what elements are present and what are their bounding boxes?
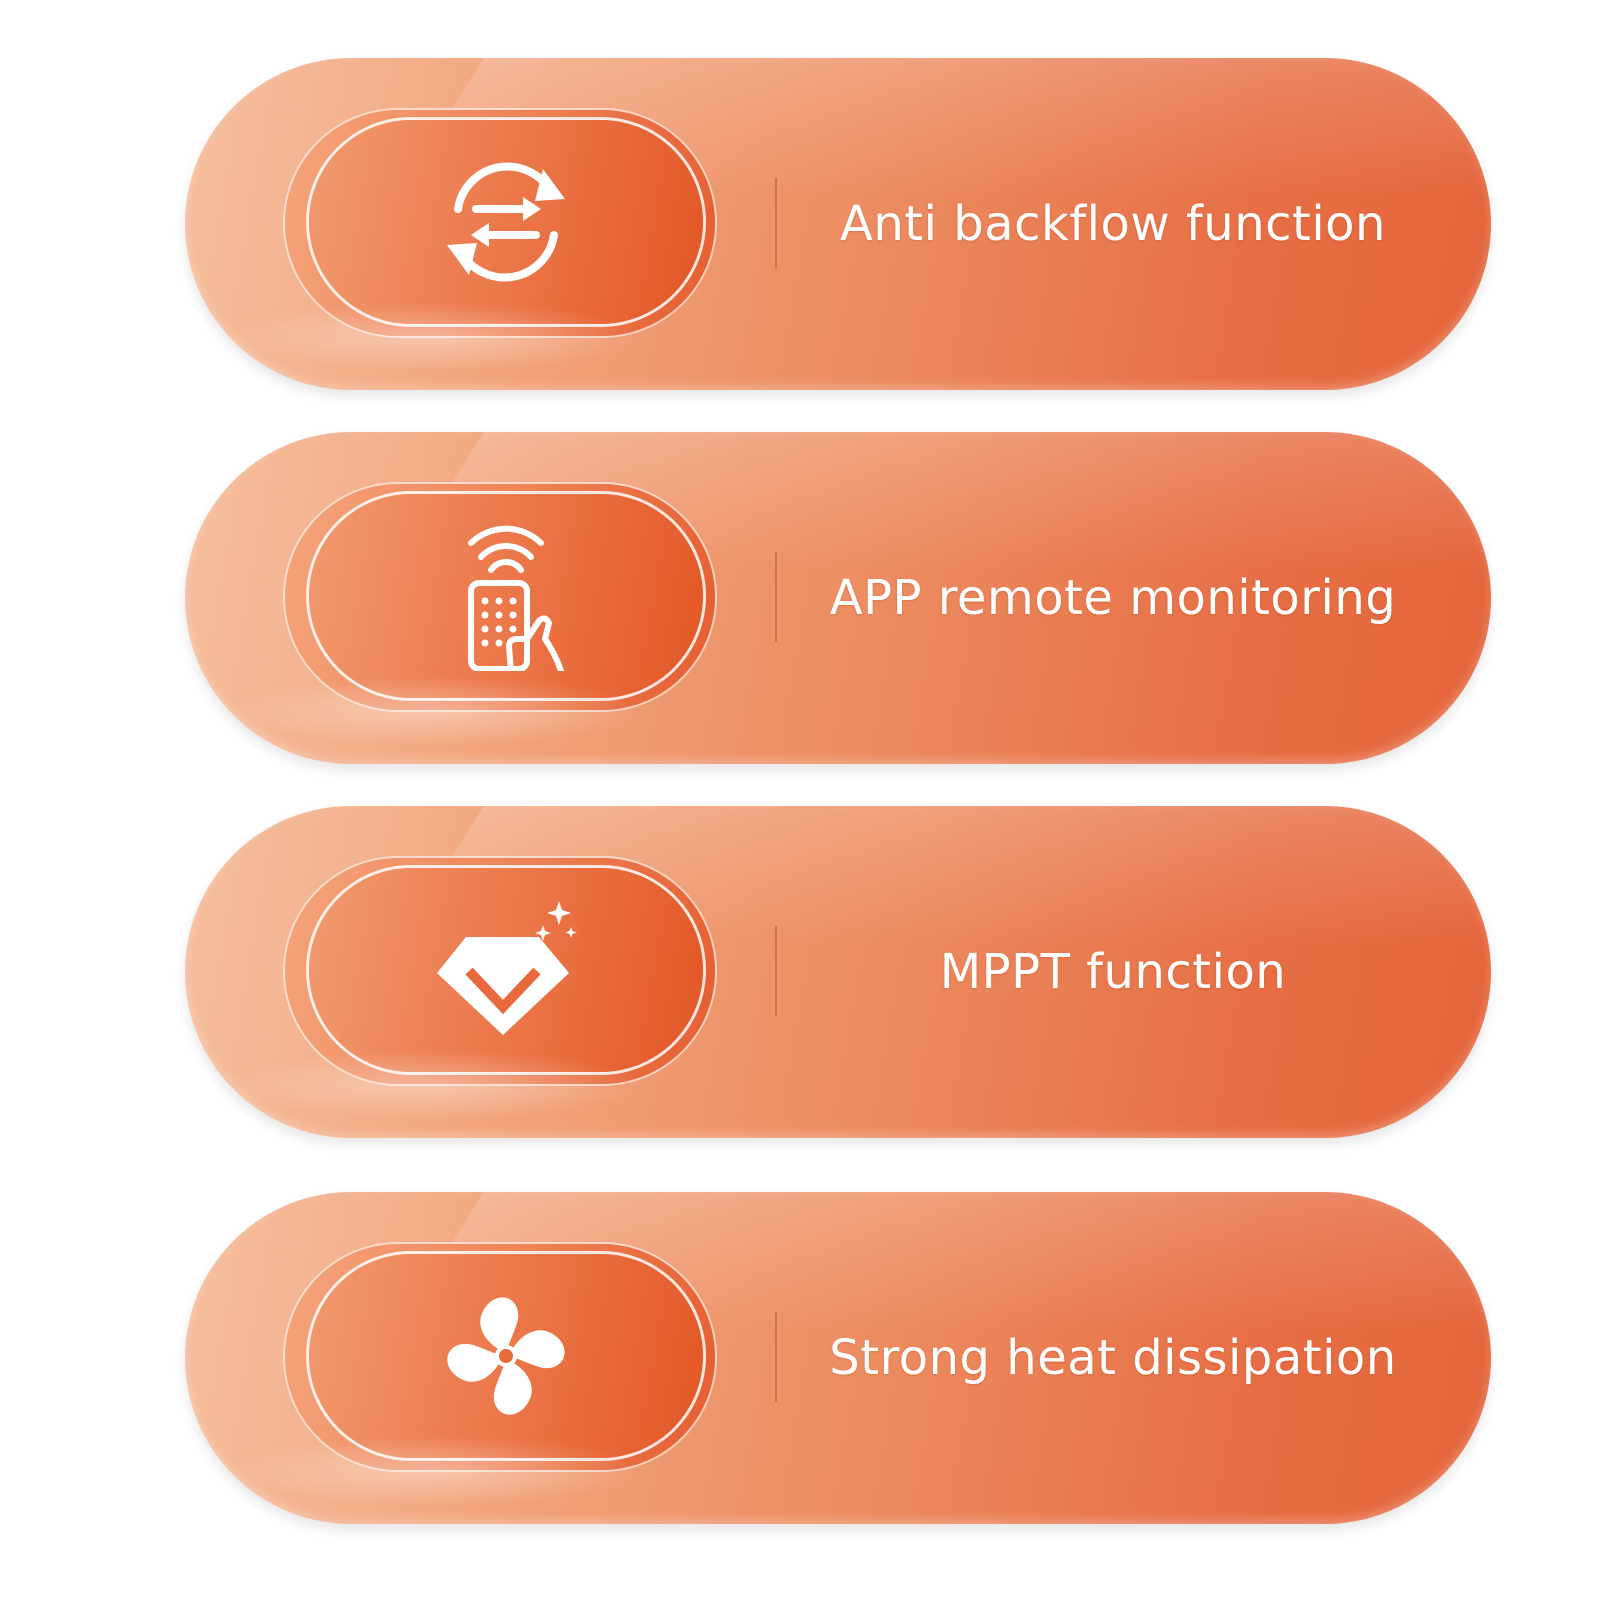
feature-label: APP remote monitoring xyxy=(829,570,1397,626)
fan-icon xyxy=(431,1281,581,1431)
feature-card-anti-backflow: Anti backflow function xyxy=(185,58,1491,390)
feature-label: Anti backflow function xyxy=(840,196,1386,252)
feature-card-mppt: MPPT function xyxy=(185,806,1491,1138)
feature-card-heat-dissipation: Strong heat dissipation xyxy=(185,1192,1491,1524)
icon-badge xyxy=(285,484,715,710)
remote-control-icon xyxy=(431,521,581,671)
feature-label: Strong heat dissipation xyxy=(829,1330,1397,1386)
icon-badge xyxy=(285,858,715,1084)
feature-label: MPPT function xyxy=(939,944,1287,1000)
divider xyxy=(775,926,777,1016)
icon-badge xyxy=(285,1244,715,1470)
sync-arrows-icon xyxy=(431,147,581,297)
divider xyxy=(775,1312,777,1402)
diamond-check-icon xyxy=(431,895,581,1045)
divider xyxy=(775,178,777,268)
icon-badge xyxy=(285,110,715,336)
divider xyxy=(775,552,777,642)
feature-card-app-remote: APP remote monitoring xyxy=(185,432,1491,764)
